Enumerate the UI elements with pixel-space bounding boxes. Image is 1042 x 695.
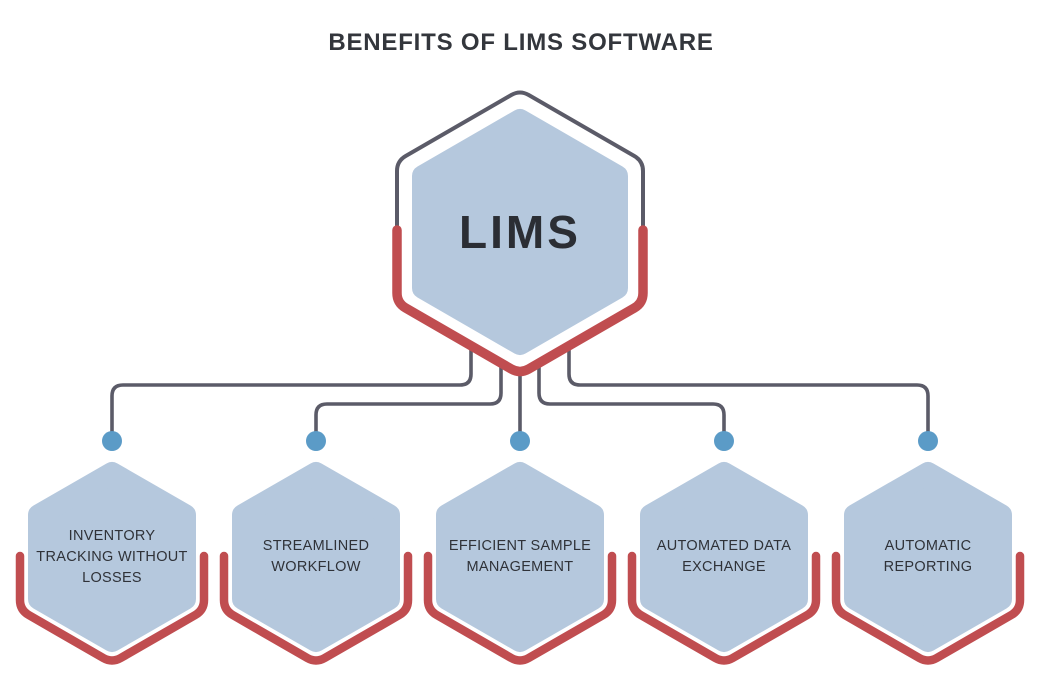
lims-hexagon: LIMS <box>385 80 655 390</box>
hexagon-accent-bottom <box>423 551 617 665</box>
lims-hexagon-graphic <box>392 90 648 377</box>
connector-path-1 <box>110 346 473 436</box>
benefit-hexagon-graphic <box>423 462 617 665</box>
hexagon-accent-bottom <box>15 551 209 665</box>
connector-path-5 <box>567 346 930 436</box>
hexagon-shape <box>844 462 1012 652</box>
benefit-hexagon-graphic <box>831 462 1025 665</box>
hexagon-accent-bottom <box>392 225 648 377</box>
connector-dot <box>306 431 326 451</box>
connector-path-4 <box>537 358 726 436</box>
diagram-title: BENEFITS OF LIMS SOFTWARE <box>328 29 714 56</box>
connector-path-group <box>110 346 930 436</box>
connector-dot <box>918 431 938 451</box>
hexagon-shape <box>436 462 604 652</box>
connector-path-2 <box>314 358 503 436</box>
hexagon-accent-bottom <box>831 551 1025 665</box>
benefit-hexagon-inventory-tracking: INVENTORY TRACKING WITHOUT LOSSES <box>0 442 227 690</box>
benefit-hexagon-sample-management: EFFICIENT SAMPLE MANAGEMENT <box>405 442 635 690</box>
connector-dot <box>714 431 734 451</box>
benefit-hexagon-streamlined-workflow: STREAMLINED WORKFLOW <box>201 442 431 690</box>
hexagon-accent-bottom <box>627 551 821 665</box>
hexagon-shape <box>640 462 808 652</box>
hexagon-accent-bottom <box>219 551 413 665</box>
connector-dot <box>510 431 530 451</box>
benefit-hexagon-graphic <box>15 462 209 665</box>
hexagon-outline-top <box>395 90 645 234</box>
benefit-hexagon-graphic <box>219 462 413 665</box>
benefit-hexagon-data-exchange: AUTOMATED DATA EXCHANGE <box>609 442 839 690</box>
benefit-hexagon-automatic-reporting: AUTOMATIC REPORTING <box>813 442 1042 690</box>
hexagon-shape <box>232 462 400 652</box>
hexagon-shape <box>412 109 628 355</box>
hexagon-shape <box>28 462 196 652</box>
connector-dot <box>102 431 122 451</box>
benefit-hexagon-graphic <box>627 462 821 665</box>
connector-dot-group <box>102 431 938 451</box>
